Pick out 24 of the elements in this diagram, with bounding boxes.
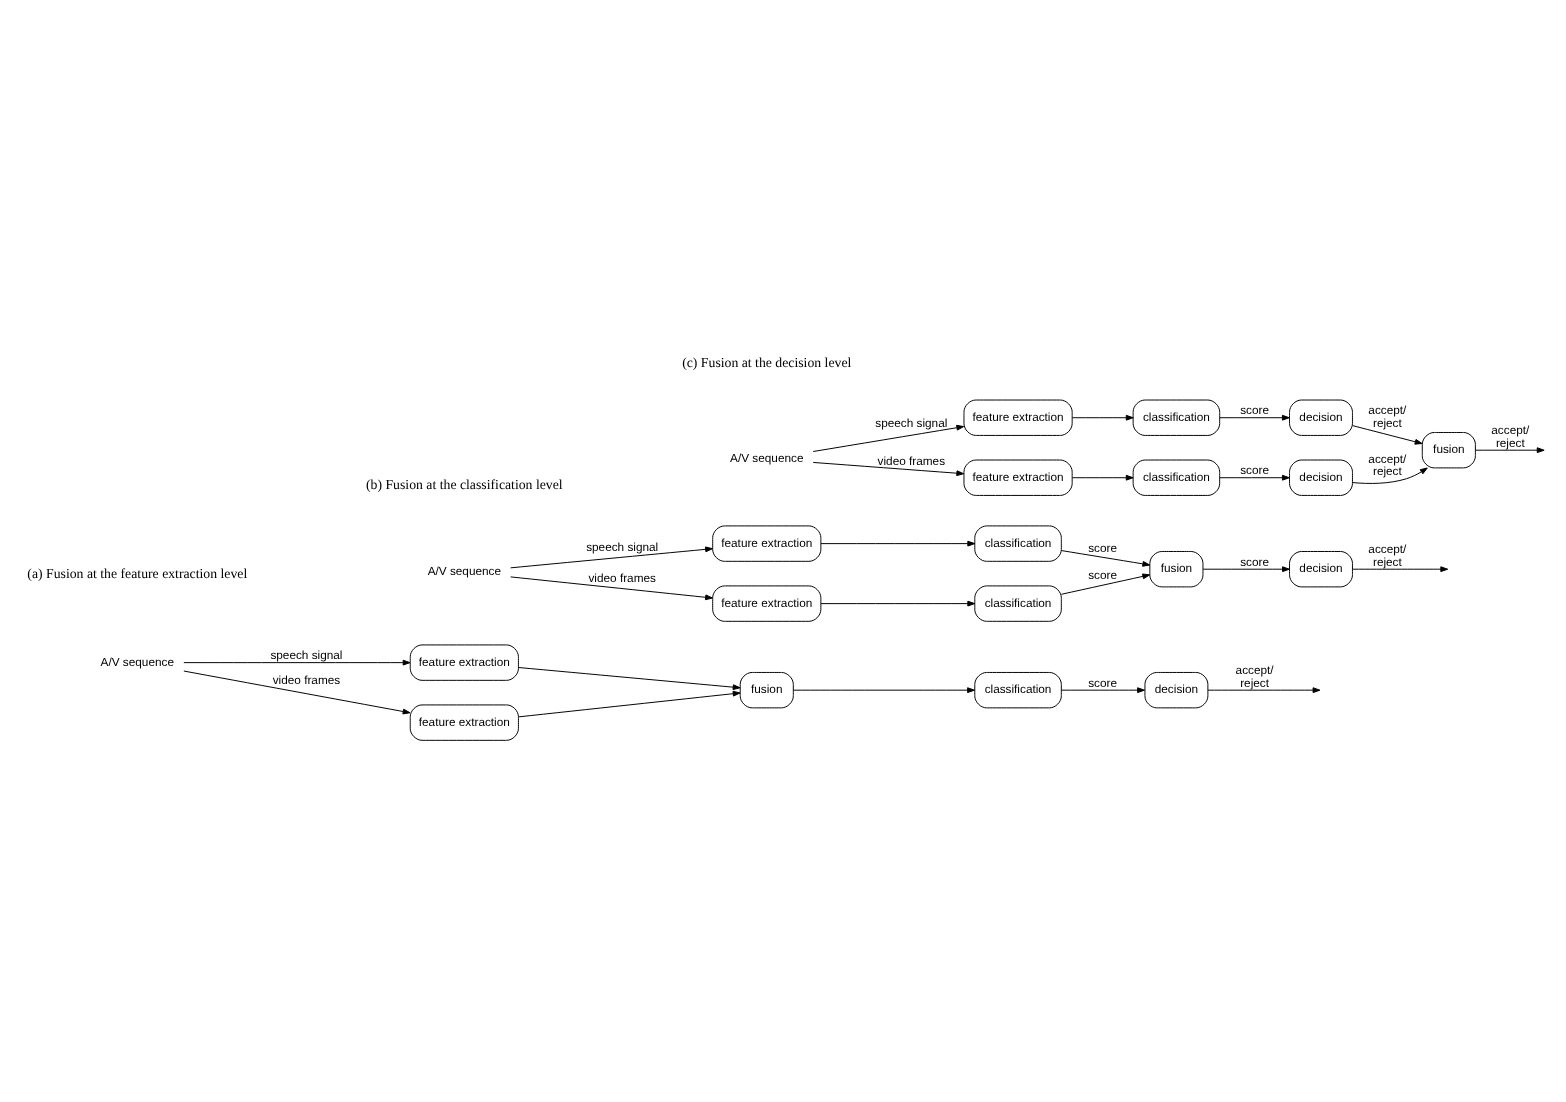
arrow — [1060, 550, 1151, 567]
arrow — [1352, 467, 1428, 484]
arrow — [1352, 566, 1449, 573]
arrow — [183, 670, 411, 715]
arrow — [812, 424, 965, 452]
arrow — [1219, 474, 1290, 481]
arrow — [1219, 414, 1290, 421]
arrow — [518, 690, 741, 718]
arrow — [1071, 414, 1134, 421]
arrow — [1352, 425, 1423, 445]
arrow — [510, 546, 713, 569]
arrow — [1071, 474, 1134, 481]
arrow — [1060, 573, 1151, 595]
arrow — [518, 667, 741, 691]
arrow — [793, 687, 975, 694]
arrow — [1475, 447, 1545, 454]
arrow — [1060, 687, 1145, 694]
arrow — [820, 540, 976, 547]
arrow — [1207, 687, 1321, 694]
arrow — [510, 576, 713, 601]
arrow — [183, 659, 411, 666]
arrow — [812, 461, 965, 477]
arrow — [1202, 566, 1290, 573]
arrow — [820, 600, 976, 607]
